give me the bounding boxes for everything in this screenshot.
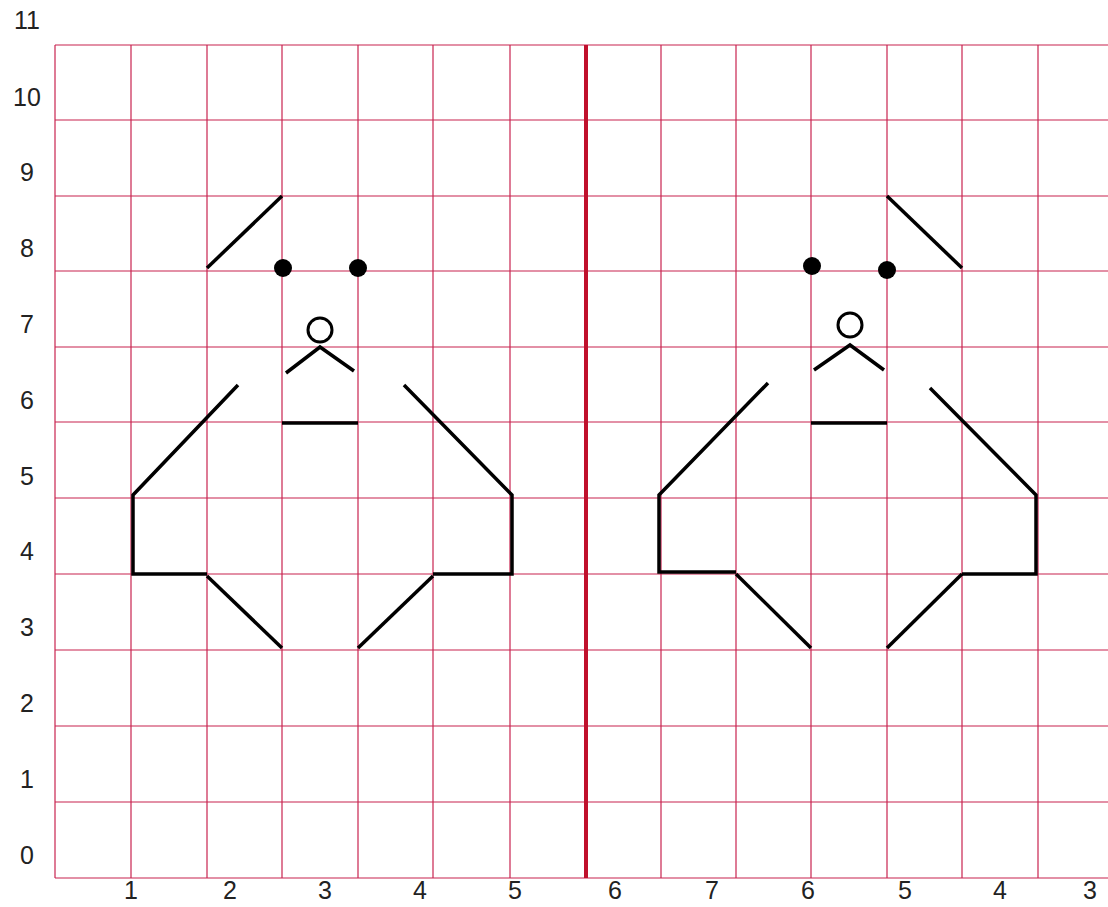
axis-number: 10	[13, 85, 41, 110]
mirrored-bear-eyes	[803, 257, 896, 279]
grid-lines	[55, 45, 1108, 878]
axis-number: 6	[20, 388, 34, 413]
axis-number: 4	[413, 878, 427, 903]
axis-number: 0	[20, 843, 34, 868]
axis-number: 7	[705, 878, 719, 903]
axis-number: 5	[20, 464, 34, 489]
mirrored-bear-figure	[659, 196, 1036, 648]
axis-number: 3	[20, 615, 34, 640]
axis-number: 4	[20, 539, 34, 564]
axis-number: 6	[608, 878, 622, 903]
mirror-line	[584, 45, 588, 878]
axis-number: 2	[20, 691, 34, 716]
axis-number: 8	[20, 236, 34, 261]
axis-number: 1	[124, 878, 138, 903]
axis-number: 1	[20, 767, 34, 792]
axis-number: 11	[14, 8, 40, 33]
axis-number: 3	[1083, 878, 1097, 903]
bear-figure	[133, 196, 512, 648]
axis-number: 4	[993, 878, 1007, 903]
axis-number: 9	[20, 160, 34, 185]
axis-number: 2	[223, 878, 237, 903]
axis-number: 3	[318, 878, 332, 903]
axis-number: 5	[508, 878, 522, 903]
axis-number: 7	[20, 312, 34, 337]
bear-eyes	[274, 259, 367, 277]
axis-number: 6	[801, 878, 815, 903]
axis-number: 5	[898, 878, 912, 903]
